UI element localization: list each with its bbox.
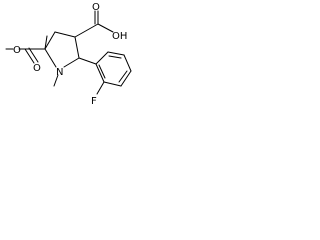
- bond-ring-c4-c3: [54, 31, 76, 38]
- bond-n-methyl: [53, 74, 59, 87]
- ester-methyl-o-label: O: [13, 45, 21, 56]
- bond-phenyl-2-3: [107, 51, 125, 56]
- acid-carbonyl-o-label: O: [92, 2, 100, 13]
- bond-phenyl-inner-3: [98, 64, 106, 79]
- bond-phenyl-1-2: [95, 51, 109, 65]
- bond-phenyl-inner-1: [108, 55, 122, 59]
- bond-c2-phenyl: [78, 57, 97, 65]
- bond-phenyl-5-6: [103, 81, 122, 87]
- bond-phenyl-4-5: [120, 70, 132, 87]
- bond-ester-carbonyl-c-double-o-2: [28, 47, 39, 63]
- chemical-structure-diagram: O O N O OH F: [5, 2, 132, 107]
- bond-c3-acid-c: [74, 23, 99, 38]
- bond-phenyl-f: [96, 81, 105, 95]
- bond-ring-n1-c5: [44, 48, 57, 68]
- bond-ester-carbonyl-c-double-o-1: [24, 48, 35, 64]
- bond-ring-c5-c4: [44, 31, 56, 50]
- bond-phenyl-6-1: [95, 63, 105, 83]
- bond-ring-c3-c2: [74, 36, 80, 59]
- bond-phenyl-3-4: [123, 54, 132, 72]
- fluorine-label: F: [91, 96, 97, 107]
- bond-acid-c-oh: [97, 23, 114, 33]
- bond-phenyl-inner-2: [118, 70, 128, 83]
- ring-nitrogen-label: N: [56, 67, 63, 78]
- ester-carbonyl-o-label: O: [33, 63, 41, 74]
- acid-hydroxyl-label: OH: [112, 31, 127, 42]
- bond-c5-methyl: [44, 35, 48, 50]
- bond-ring-c2-n1: [63, 57, 80, 68]
